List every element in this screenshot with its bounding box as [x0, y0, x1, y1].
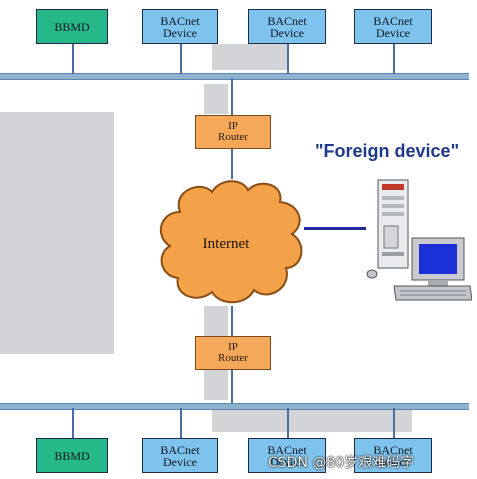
- bottom-connector-block: [204, 306, 228, 336]
- bottom-device1-drop: [180, 408, 182, 438]
- bottom-device-2-line2: Device: [270, 454, 304, 469]
- top-lan-bus: [0, 73, 469, 80]
- internet-label: Internet: [203, 236, 250, 252]
- bottom-router-downlink: [231, 369, 233, 404]
- top-device1-drop: [180, 44, 182, 74]
- bottom-bacnet-device-1: BACnet Device: [142, 438, 218, 473]
- bottom-gray-strip: [212, 408, 412, 432]
- bottom-bbmd: BBMD: [36, 438, 108, 473]
- bottom-device2-drop: [287, 408, 289, 438]
- bottom-device-1-line1: BACnet: [160, 442, 200, 457]
- bottom-router-line1: IP: [228, 341, 238, 353]
- csdn-watermark: CSDN @80岁艰难码字: [268, 455, 415, 471]
- top-bbmd: BBMD: [36, 9, 108, 44]
- bottom-bacnet-device-3: BACnet Device: [354, 438, 432, 473]
- bottom-device-3-line1: BACnet: [373, 442, 413, 457]
- top-device2-drop: [287, 44, 289, 74]
- bottom-bacnet-device-2: BACnet Device: [248, 438, 326, 473]
- top-device-1-line2: Device: [163, 25, 197, 40]
- foreign-device-link: [304, 227, 366, 230]
- top-bbmd-drop: [72, 44, 74, 74]
- bottom-lan-bus: [0, 403, 469, 410]
- top-connector-block: [204, 84, 228, 114]
- top-ip-router: IP Router: [195, 115, 271, 149]
- top-device3-drop: [393, 44, 395, 74]
- bottom-device-1-line2: Device: [163, 454, 197, 469]
- top-device-2-line2: Device: [270, 25, 304, 40]
- internet-cloud: Internet: [159, 180, 303, 304]
- bottom-device-3-line2: Device: [376, 454, 410, 469]
- bottom-ip-router: IP Router: [195, 336, 271, 370]
- bottom-bbmd-label: BBMD: [54, 448, 90, 463]
- bottom-router-from-cloud-link: [231, 306, 233, 336]
- left-gray-panel: [0, 112, 114, 354]
- bottom-device-2-line1: BACnet: [267, 442, 307, 457]
- bottom-bbmd-drop: [72, 408, 74, 438]
- bottom-device3-drop: [393, 408, 395, 438]
- top-device-3-line1: BACnet: [373, 13, 413, 28]
- bottom-connector-block-lower: [204, 370, 228, 400]
- top-bbmd-label: BBMD: [54, 19, 90, 34]
- internet-cloud-shape: [159, 180, 303, 304]
- top-device-1-line1: BACnet: [160, 13, 200, 28]
- bottom-router-line2: Router: [218, 352, 248, 364]
- foreign-device-label: "Foreign device": [315, 141, 460, 161]
- top-device-3-line2: Device: [376, 25, 410, 40]
- top-router-line2: Router: [218, 131, 248, 143]
- top-router-to-cloud-link: [231, 149, 233, 179]
- top-bacnet-device-2: BACnet Device: [248, 9, 326, 44]
- top-bacnet-device-3: BACnet Device: [354, 9, 432, 44]
- top-device-2-line1: BACnet: [267, 13, 307, 28]
- top-gray-strip: [212, 44, 288, 70]
- top-bacnet-device-1: BACnet Device: [142, 9, 218, 44]
- top-router-uplink: [231, 78, 233, 115]
- computer-icon: [366, 179, 472, 301]
- top-router-line1: IP: [228, 120, 238, 132]
